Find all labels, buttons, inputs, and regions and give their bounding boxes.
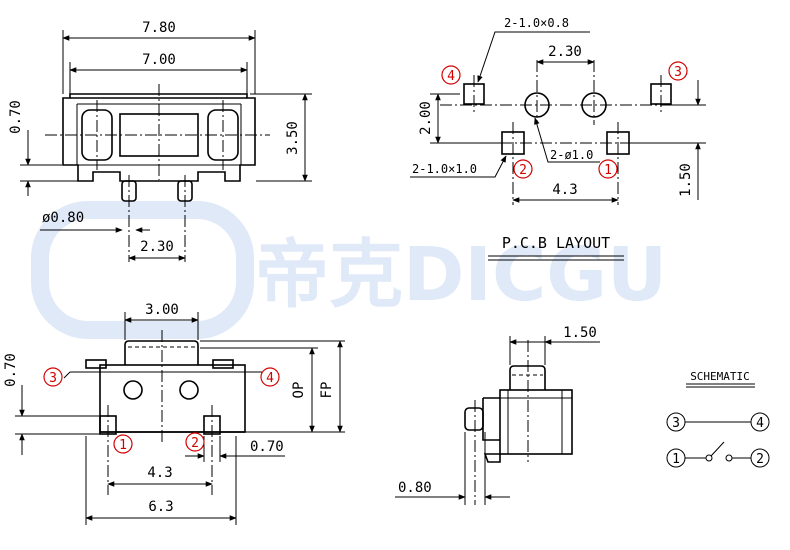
front-pin-3-marker bbox=[43, 367, 63, 387]
top-view-body-outline bbox=[62, 93, 256, 182]
pcb-pin-1-label: 1 bbox=[604, 163, 612, 178]
top-view: 7.80 7.00 3.50 0.70 ø0.80 2.30 bbox=[8, 20, 312, 262]
dim-terminal: 0.70 bbox=[250, 439, 284, 455]
dim-hole-pitch: 2.30 bbox=[548, 44, 582, 60]
dim-side-actuator: 1.50 bbox=[563, 325, 597, 341]
side-view: 1.50 0.80 bbox=[395, 325, 600, 505]
dim-overall: 6.3 bbox=[148, 499, 173, 515]
dim-inner-width: 7.00 bbox=[142, 52, 176, 68]
front-view-right-tab bbox=[212, 359, 234, 369]
dim-pad-pitch: 4.3 bbox=[552, 182, 577, 198]
dim-square-bottom: 2-1.0×1.0 bbox=[412, 162, 477, 176]
pcb-pin-2-label: 2 bbox=[519, 163, 527, 178]
pcb-layout: 2-1.0×0.8 2.30 2.00 2-1.0×1.0 2-ø1.0 4.3… bbox=[410, 16, 706, 261]
front-view-left-tab bbox=[85, 359, 107, 369]
watermark-text: 帝克DICGU bbox=[255, 232, 667, 318]
pcb-pin-4-marker bbox=[441, 65, 461, 85]
dim-flange: 0.70 bbox=[8, 100, 24, 134]
schematic: SCHEMATIC 3 4 1 2 bbox=[666, 370, 770, 468]
dim-front-pad-pitch: 4.3 bbox=[147, 465, 172, 481]
label-op: OP bbox=[291, 382, 307, 399]
side-view-terminal bbox=[483, 453, 501, 463]
schematic-pin-4-label: 4 bbox=[756, 416, 764, 431]
watermark: 帝克DICGU bbox=[31, 201, 667, 339]
schematic-title: SCHEMATIC bbox=[690, 370, 750, 383]
schematic-contact-right bbox=[725, 454, 733, 462]
front-view-left-hole bbox=[123, 380, 143, 400]
pcb-pin-3-marker bbox=[668, 61, 688, 81]
pcb-pin-3-label: 3 bbox=[674, 65, 682, 80]
watermark-logo bbox=[31, 201, 254, 339]
dim-square-top: 2-1.0×0.8 bbox=[504, 16, 569, 30]
dim-post-dia: ø0.80 bbox=[42, 210, 84, 226]
pcb-pin-1-marker bbox=[598, 159, 618, 179]
dim-vertical: 2.00 bbox=[418, 101, 434, 135]
pcb-pin-4-label: 4 bbox=[447, 69, 455, 84]
schematic-pin-1-label: 1 bbox=[672, 452, 680, 467]
dim-hole-dia: 2-ø1.0 bbox=[550, 148, 593, 162]
side-view-body bbox=[499, 389, 573, 455]
dim-height: 3.50 bbox=[285, 121, 301, 155]
dim-side-post: 0.80 bbox=[398, 480, 432, 496]
schematic-pin-3-label: 3 bbox=[672, 416, 680, 431]
schematic-contact-left bbox=[705, 454, 713, 462]
schematic-switch-blade bbox=[710, 441, 725, 457]
side-view-post bbox=[464, 407, 484, 431]
dim-right-vertical: 1.50 bbox=[678, 163, 694, 197]
pcb-pin-2-marker bbox=[513, 159, 533, 179]
dim-post-pitch: 2.30 bbox=[140, 239, 174, 255]
front-pin-1-marker bbox=[113, 434, 133, 454]
front-pin-1-label: 1 bbox=[119, 438, 127, 453]
front-view-body bbox=[99, 364, 246, 433]
dim-front-flange: 0.70 bbox=[3, 353, 19, 387]
front-pin-3-label: 3 bbox=[49, 371, 57, 386]
label-fp: FP bbox=[319, 382, 335, 399]
front-pin-2-label: 2 bbox=[191, 436, 199, 451]
dim-actuator: 3.00 bbox=[145, 302, 179, 318]
pcb-layout-title: P.C.B LAYOUT bbox=[502, 234, 610, 252]
dim-overall-width: 7.80 bbox=[142, 20, 176, 36]
front-pin-2-marker bbox=[185, 432, 205, 452]
front-pin-4-marker bbox=[260, 367, 280, 387]
front-view-right-hole bbox=[179, 380, 199, 400]
schematic-pin-2-label: 2 bbox=[756, 452, 764, 467]
front-pin-4-label: 4 bbox=[266, 371, 274, 386]
front-view: 3.00 OP FP 0.70 4.3 0.70 6.3 3 4 bbox=[3, 302, 345, 525]
